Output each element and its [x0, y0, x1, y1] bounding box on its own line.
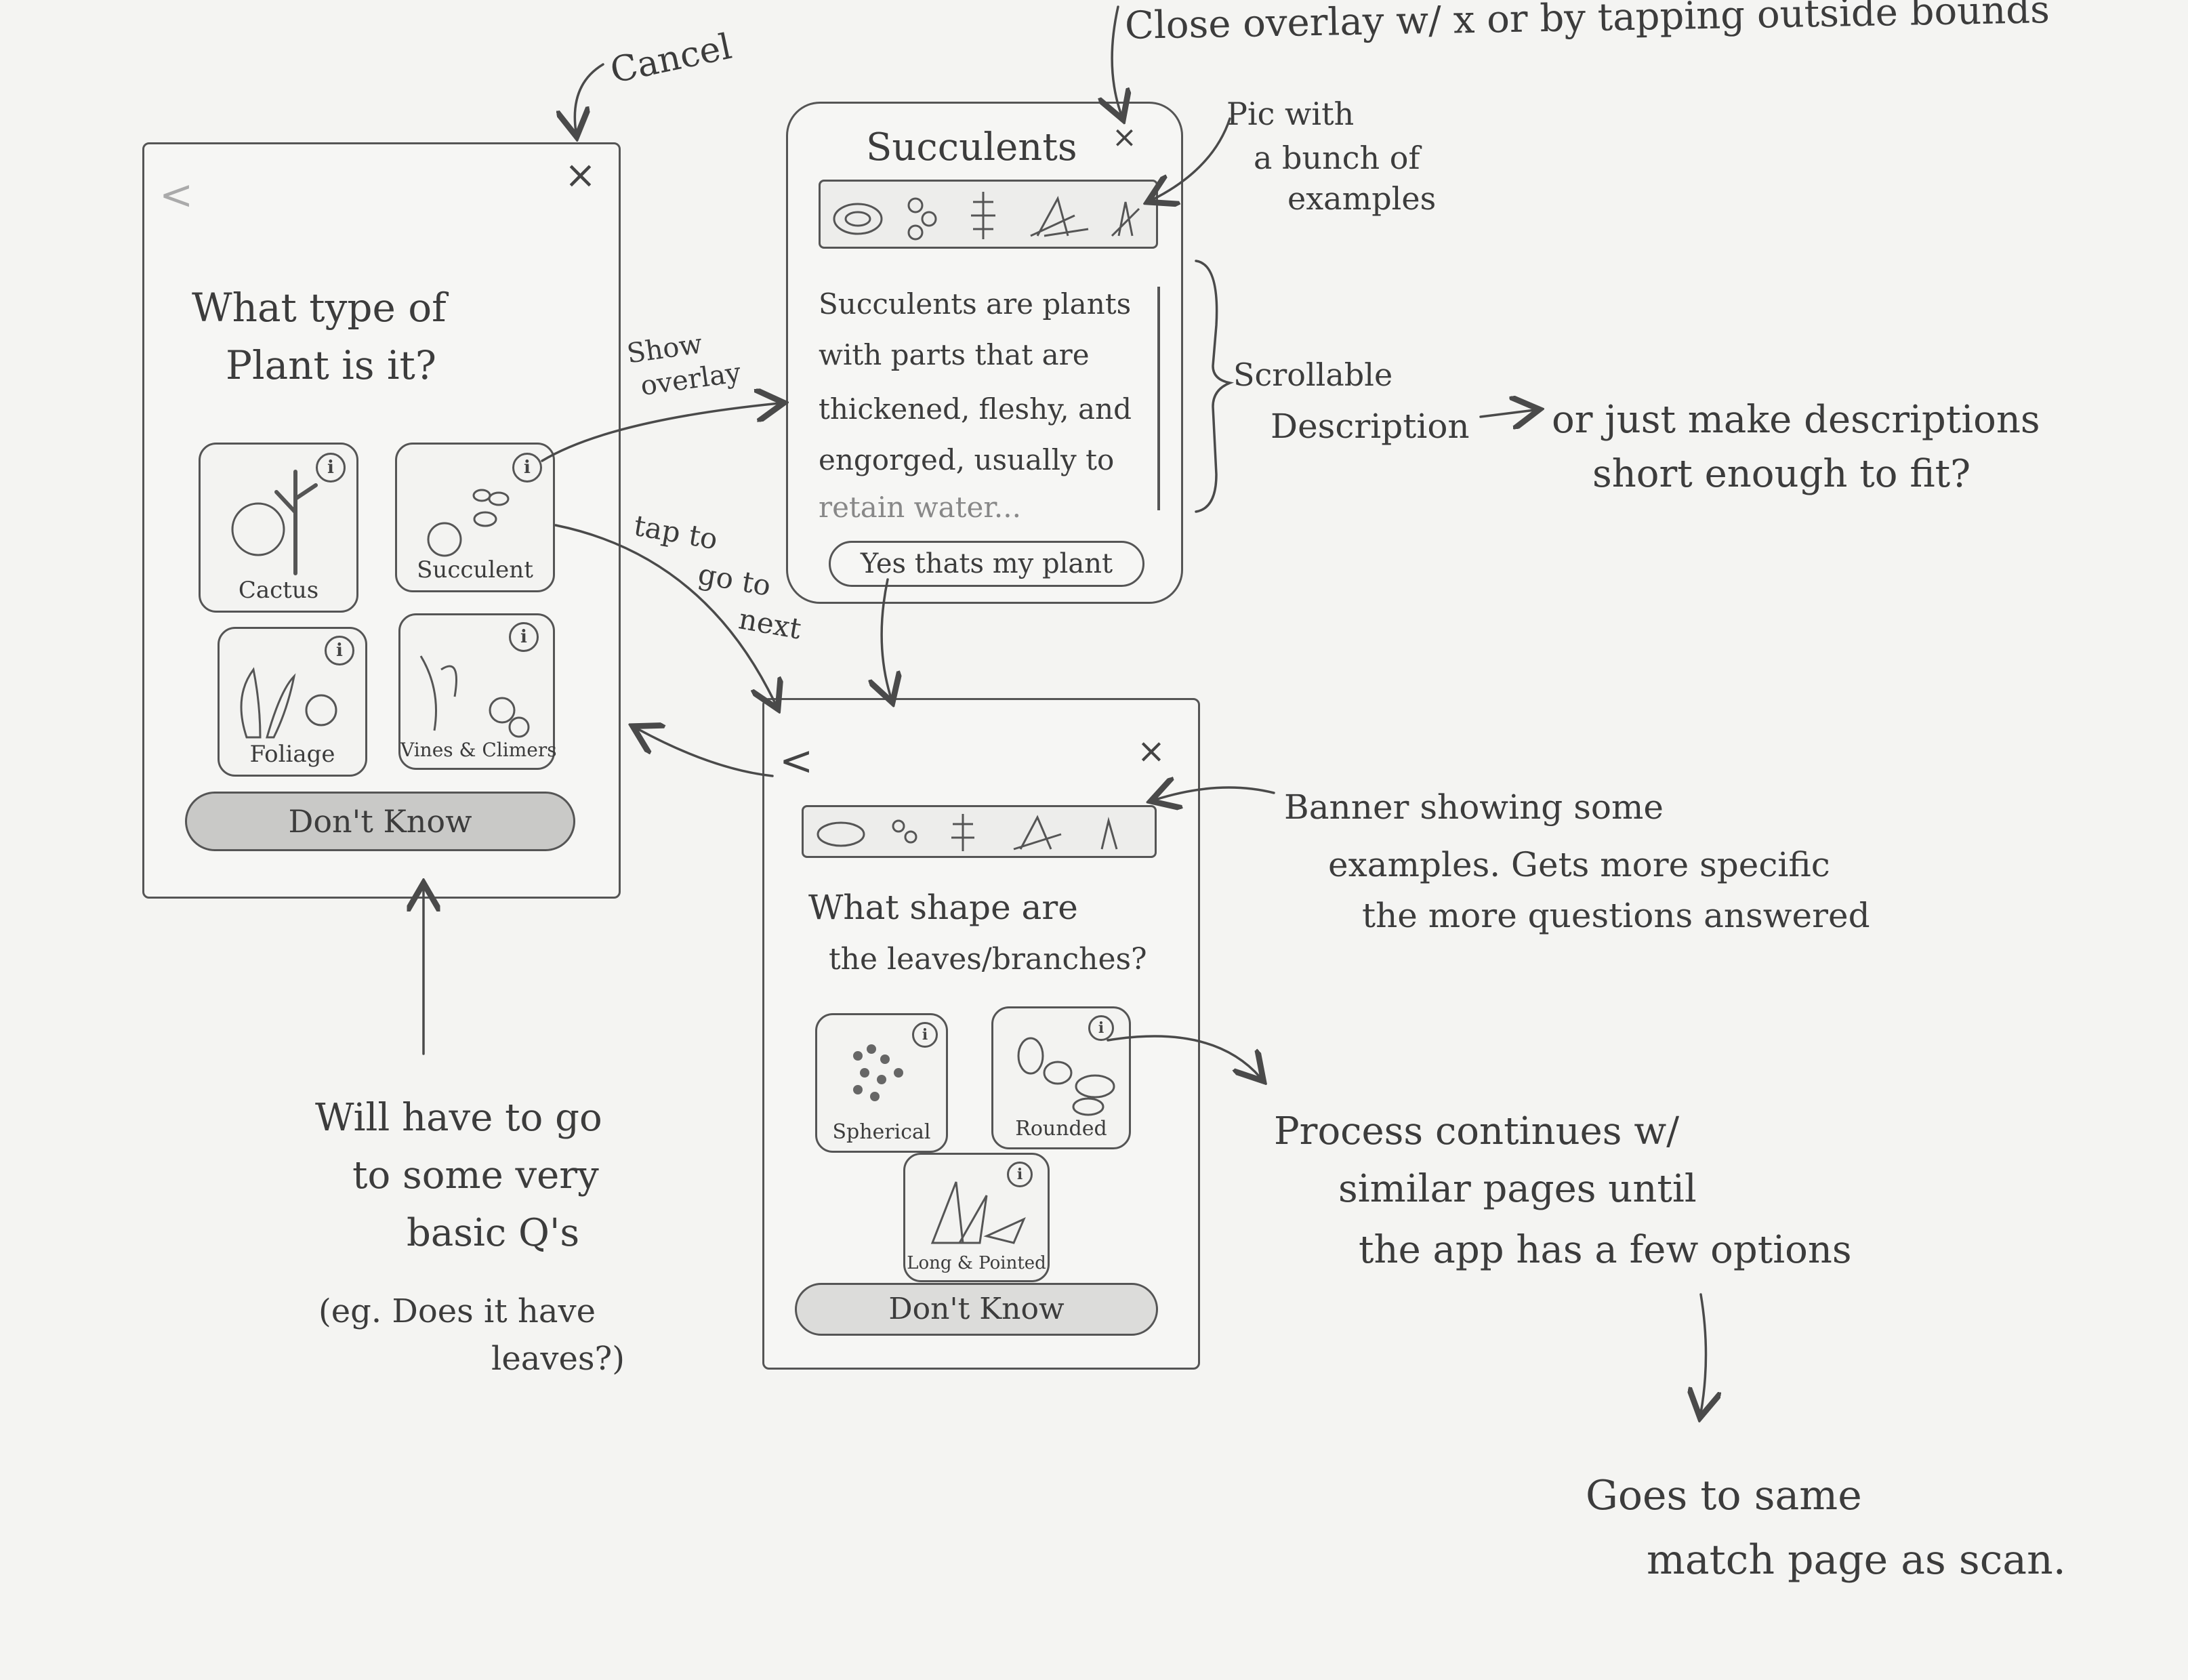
succulent-examples-icon [833, 192, 1140, 241]
screen-plant-type: < × What type of Plant is it? i Cactus i… [142, 142, 621, 899]
bracket-scrollable [1195, 260, 1235, 513]
note-pic-2: a bunch of [1254, 140, 1420, 176]
info-icon[interactable]: i [912, 1022, 938, 1048]
overlay-succulents: Succulents × Succulents are plants with … [786, 102, 1183, 604]
note-scrollable-2: Description [1271, 407, 1470, 446]
description-line-3: thickened, fleshy, and [819, 392, 1132, 426]
vines-icon [419, 655, 530, 738]
note-goes-1: Goes to same [1586, 1472, 1862, 1519]
note-basic-3: basic Q's [407, 1211, 580, 1255]
example-picture [819, 180, 1158, 249]
foliage-icon [240, 667, 337, 739]
option-label: Long & Pointed [907, 1253, 1046, 1273]
note-tap-2: go to [695, 557, 774, 602]
note-pic-1: Pic with [1226, 96, 1355, 132]
cactus-icon [231, 470, 318, 575]
dont-know-button[interactable]: Don't Know [185, 792, 575, 851]
rounded-icon [1017, 1037, 1115, 1116]
description-line-2: with parts that are [819, 338, 1090, 371]
note-eg-1: (eg. Does it have [318, 1292, 596, 1330]
note-cancel: Cancel [606, 26, 735, 92]
note-process-3: the app has a few options [1359, 1228, 1852, 1272]
question-line-2: the leaves/branches? [829, 942, 1147, 977]
screen-leaf-shape: < × What shape are the leaves/branches? … [762, 698, 1200, 1370]
option-cactus[interactable]: i Cactus [199, 443, 358, 613]
note-tap-1: tap to [631, 508, 720, 556]
note-scrollable-1: Scrollable [1233, 356, 1393, 393]
option-vines-climbers[interactable]: i Vines & Climers [398, 613, 557, 770]
note-tap-3: next [736, 602, 804, 646]
info-icon[interactable]: i [1088, 1015, 1114, 1041]
option-foliage[interactable]: i Foliage [218, 627, 367, 777]
confirm-button[interactable]: Yes thats my plant [829, 541, 1144, 587]
option-label: Rounded [1015, 1117, 1107, 1141]
option-label: Succulent [417, 556, 533, 583]
option-spherical[interactable]: i Spherical [815, 1013, 948, 1153]
note-or-short-1: or just make descriptions [1552, 398, 2040, 442]
note-pic-3: examples [1287, 180, 1437, 217]
dont-know-button[interactable]: Don't Know [795, 1283, 1158, 1336]
option-succulent[interactable]: i Succulent [395, 443, 555, 592]
question-line-1: What shape are [808, 888, 1078, 927]
note-close-overlay: Close overlay w/ x or by tapping outside… [1124, 0, 2050, 48]
cancel-button[interactable]: × [564, 153, 596, 197]
description-line-1: Succulents are plants [819, 287, 1132, 321]
info-icon[interactable]: i [316, 453, 346, 483]
option-long-pointed[interactable]: i Long & Pointed [903, 1153, 1050, 1282]
option-label: Vines & Climers [400, 739, 557, 761]
note-banner-1: Banner showing some [1284, 787, 1664, 827]
note-banner-3: the more questions answered [1362, 896, 1870, 935]
arrow-back [637, 729, 774, 777]
note-process-2: similar pages until [1338, 1167, 1697, 1211]
option-label: Spherical [832, 1120, 931, 1144]
note-process-1: Process continues w/ [1274, 1109, 1680, 1153]
note-eg-2: leaves?) [491, 1340, 625, 1378]
note-basic-2: to some very [352, 1153, 599, 1197]
option-label: Cactus [238, 577, 319, 604]
overlay-title: Succulents [866, 125, 1077, 169]
info-icon[interactable]: i [512, 453, 542, 483]
info-icon[interactable]: i [509, 622, 539, 652]
option-label: Foliage [249, 741, 335, 768]
description-line-4: engorged, usually to [819, 443, 1115, 476]
note-goes-2: match page as scan. [1647, 1536, 2066, 1584]
back-button[interactable]: < [779, 737, 814, 785]
note-banner-2: examples. Gets more specific [1328, 845, 1830, 884]
examples-banner-icon [817, 814, 1118, 851]
note-or-short-2: short enough to fit? [1592, 452, 1971, 496]
arrow-goes [1701, 1293, 1706, 1413]
description-line-5: retain water... [819, 491, 1021, 524]
close-button[interactable]: × [1112, 120, 1137, 155]
examples-banner [802, 805, 1157, 858]
question-line-1: What type of [192, 285, 447, 331]
arrow-close [1112, 5, 1121, 115]
note-basic-1: Will have to go [315, 1096, 602, 1140]
info-icon[interactable]: i [325, 636, 354, 665]
arrow-cancel [575, 63, 604, 132]
close-button[interactable]: × [1137, 731, 1165, 771]
long-pointed-icon [930, 1181, 1026, 1244]
spherical-icon [853, 1044, 903, 1101]
back-button[interactable]: < [159, 171, 194, 219]
scrollbar[interactable] [1157, 287, 1160, 510]
info-icon[interactable]: i [1007, 1162, 1033, 1187]
option-rounded[interactable]: i Rounded [991, 1006, 1131, 1149]
succulent-icon [427, 489, 510, 557]
arrow-or [1479, 410, 1535, 417]
question-line-2: Plant is it? [226, 342, 436, 388]
